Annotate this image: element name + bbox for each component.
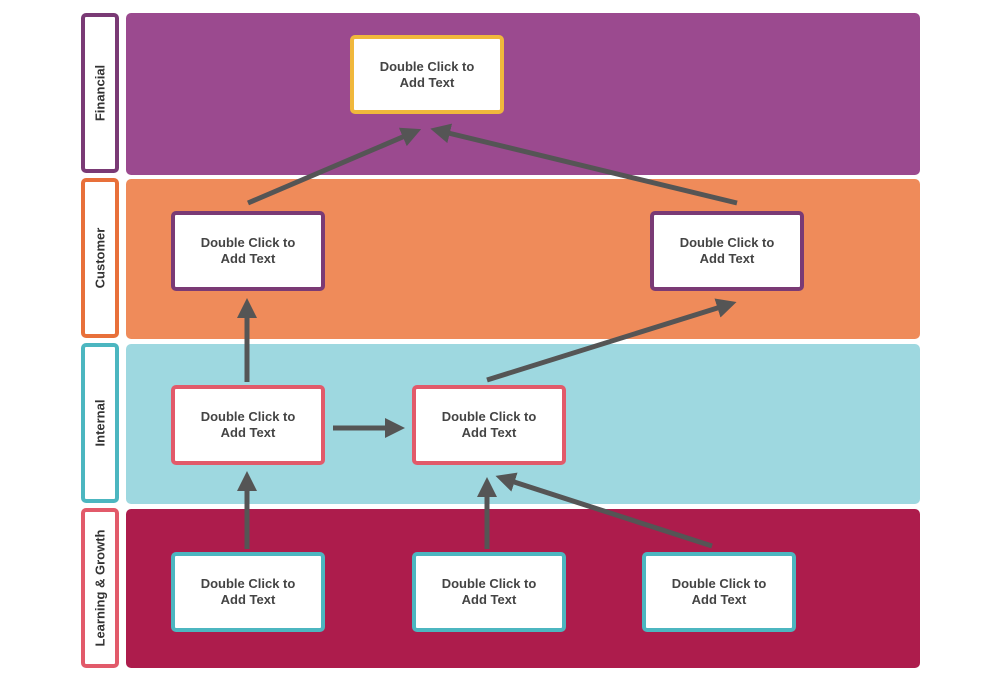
arrow-customer2-to-financial bbox=[430, 123, 738, 206]
node-text-line2: Add Text bbox=[461, 425, 517, 440]
node-text-line1: Double Click to bbox=[200, 235, 296, 250]
lane-label-customer: Customer bbox=[81, 178, 119, 338]
node-text-line1: Double Click to bbox=[200, 576, 296, 591]
node-text-line1: Double Click to bbox=[671, 576, 767, 591]
node-text-line1: Double Click to bbox=[441, 409, 537, 424]
node-text-line2: Add Text bbox=[399, 74, 455, 90]
node-text-line1: Double Click to bbox=[379, 58, 475, 74]
node-text-line2: Add Text bbox=[461, 592, 517, 607]
arrow-learning3-to-internal2 bbox=[495, 472, 713, 549]
node-text-line2: Add Text bbox=[220, 592, 276, 607]
lane-label-learning: Learning & Growth bbox=[81, 508, 119, 668]
node-internal-2[interactable]: Double Click to Add Text bbox=[412, 385, 566, 465]
arrow-internal2-to-customer2 bbox=[486, 298, 737, 383]
node-financial-1[interactable]: Double Click to Add Text bbox=[350, 35, 504, 114]
node-text-line2: Add Text bbox=[699, 251, 755, 266]
node-text-line2: Add Text bbox=[220, 251, 276, 266]
node-learning-3[interactable]: Double Click to Add Text bbox=[642, 552, 796, 632]
node-learning-1[interactable]: Double Click to Add Text bbox=[171, 552, 325, 632]
node-text-line1: Double Click to bbox=[679, 235, 775, 250]
node-text-line1: Double Click to bbox=[200, 409, 296, 424]
node-learning-2[interactable]: Double Click to Add Text bbox=[412, 552, 566, 632]
node-text-line1: Double Click to bbox=[441, 576, 537, 591]
lane-label-internal: Internal bbox=[81, 343, 119, 503]
node-text-line2: Add Text bbox=[691, 592, 747, 607]
node-customer-1[interactable]: Double Click to Add Text bbox=[171, 211, 325, 291]
lane-financial bbox=[126, 13, 920, 175]
arrow-customer1-to-financial bbox=[247, 127, 422, 206]
lane-label-financial: Financial bbox=[81, 13, 119, 173]
node-text-line2: Add Text bbox=[220, 425, 276, 440]
node-customer-2[interactable]: Double Click to Add Text bbox=[650, 211, 804, 291]
node-internal-1[interactable]: Double Click to Add Text bbox=[171, 385, 325, 465]
